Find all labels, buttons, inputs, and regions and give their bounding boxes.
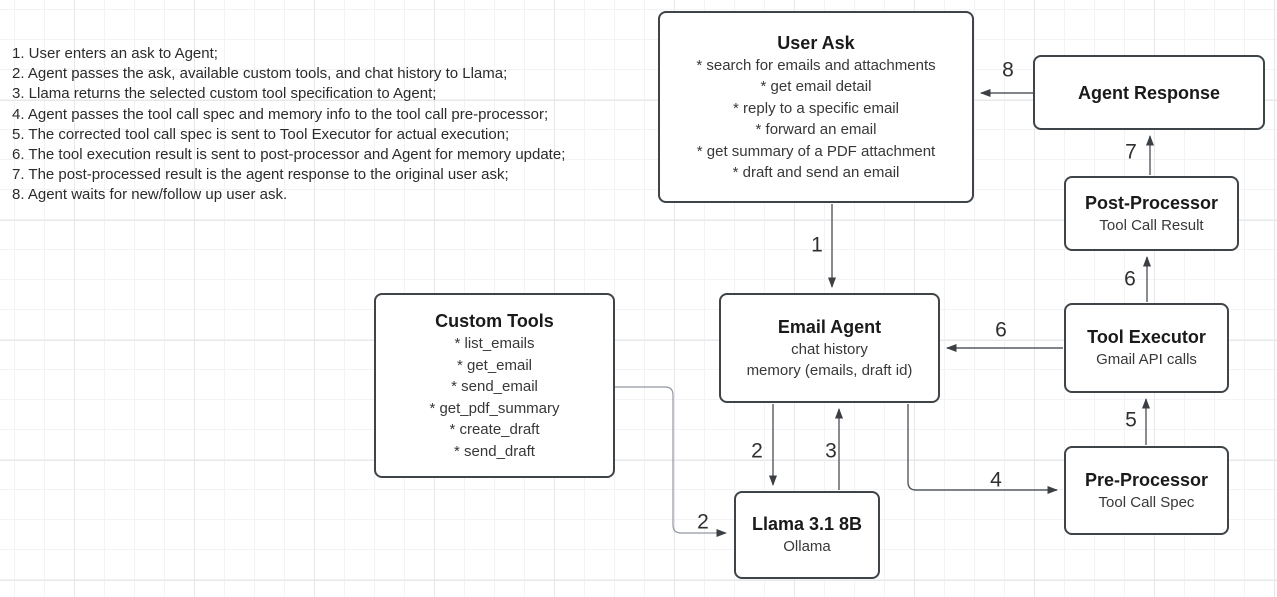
instruction-step-3: 3. Llama returns the selected custom too… — [12, 85, 437, 103]
edge-label-step4: 4 — [990, 468, 1002, 492]
edge-label-step7: 7 — [1125, 140, 1137, 164]
node-line: * get_pdf_summary — [429, 399, 560, 417]
edge-label-step2-agent: 2 — [751, 439, 763, 463]
edge-label-step2-tools: 2 — [697, 510, 709, 534]
node-title: Agent Response — [1077, 82, 1221, 103]
node-title: Email Agent — [777, 316, 882, 337]
node-line: * send_email — [451, 378, 538, 395]
llama-node[interactable]: Llama 3.1 8B Ollama — [734, 491, 880, 579]
instruction-list: 1. User enters an ask to Agent; 2. Agent… — [12, 44, 565, 206]
edge-label-step8: 8 — [1002, 58, 1014, 82]
instruction-step-5: 5. The corrected tool call spec is sent … — [12, 125, 510, 143]
node-line: * forward an email — [755, 121, 877, 138]
edge-label-step1: 1 — [811, 233, 823, 257]
edge-step4-emailagent-to-preprocessor[interactable] — [907, 404, 1058, 494]
node-line: * create_draft — [449, 421, 540, 438]
email-agent-node[interactable]: Email Agent chat history memory (emails,… — [719, 293, 940, 403]
node-subtitle: Ollama — [783, 538, 831, 556]
instruction-step-1: 1. User enters an ask to Agent; — [12, 45, 218, 62]
instruction-step-2: 2. Agent passes the ask, available custo… — [12, 65, 508, 83]
edge-label-step3: 3 — [825, 439, 837, 463]
edge-label-step5: 5 — [1125, 408, 1137, 432]
edge-label-step6-agent: 6 — [995, 318, 1007, 342]
node-title: Custom Tools — [435, 311, 554, 331]
node-title: Post-Processor — [1084, 192, 1219, 213]
node-line: * send_draft — [454, 442, 535, 460]
node-line: * get summary of a PDF attachment — [696, 142, 936, 160]
node-title: Tool Executor — [1087, 327, 1206, 348]
node-title: Llama 3.1 8B — [751, 514, 863, 535]
edge-label-step6-result: 6 — [1124, 267, 1136, 291]
node-subtitle: Tool Call Result — [1099, 216, 1204, 234]
node-line: * draft and send an email — [732, 164, 900, 181]
edge-step2-customtools-to-llama[interactable] — [614, 386, 727, 537]
instruction-step-6: 6. The tool execution result is sent to … — [12, 146, 566, 164]
node-subtitle: Gmail API calls — [1096, 351, 1197, 369]
instruction-step-4: 4. Agent passes the tool call spec and m… — [12, 105, 549, 123]
node-line: * get_email — [456, 356, 533, 374]
tool-executor-node[interactable]: Tool Executor Gmail API calls — [1064, 303, 1229, 393]
node-line: * reply to a specific email — [733, 99, 899, 117]
node-title: User Ask — [777, 32, 855, 53]
node-line: * list_emails — [454, 335, 535, 352]
instruction-step-8: 8. Agent waits for new/follow up user as… — [12, 186, 288, 204]
node-title: Pre-Processor — [1084, 469, 1209, 490]
node-line: chat history — [791, 340, 868, 358]
instruction-step-7: 7. The post-processed result is the agen… — [12, 166, 509, 184]
custom-tools-node[interactable]: Custom Tools * list_emails * get_email *… — [374, 293, 615, 478]
user-ask-node[interactable]: User Ask * search for emails and attachm… — [658, 11, 974, 203]
post-processor-node[interactable]: Post-Processor Tool Call Result — [1064, 176, 1239, 251]
agent-response-node[interactable]: Agent Response — [1033, 55, 1265, 130]
node-subtitle: Tool Call Spec — [1098, 493, 1195, 511]
pre-processor-node[interactable]: Pre-Processor Tool Call Spec — [1064, 446, 1229, 535]
node-line: memory (emails, draft id) — [746, 362, 913, 379]
node-line: * get email detail — [760, 78, 872, 95]
node-line: * search for emails and attachments — [696, 56, 936, 74]
